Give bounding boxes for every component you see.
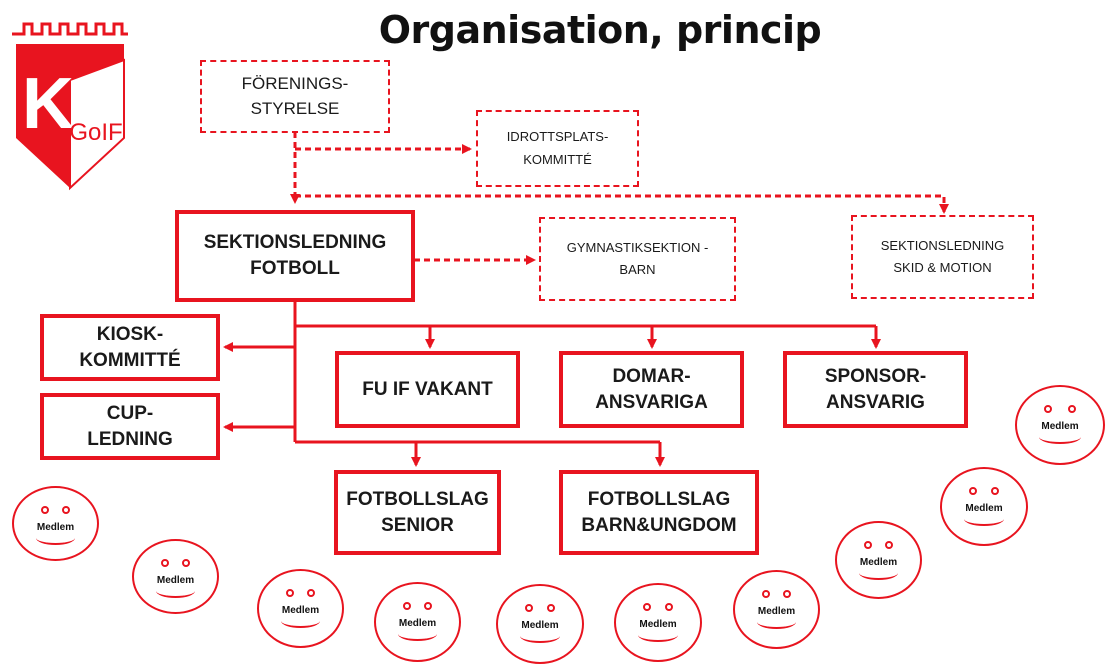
- box-fu-if: FU IF VAKANT: [335, 351, 520, 428]
- member-face: Medlem: [496, 584, 584, 664]
- member-face: Medlem: [614, 583, 702, 662]
- box-sektionsledning-fotboll: SEKTIONSLEDNING FOTBOLL: [175, 210, 415, 302]
- box-kioskkommitte: KIOSK- KOMMITTÉ: [40, 314, 220, 381]
- member-face: Medlem: [835, 521, 922, 599]
- member-face: Medlem: [374, 582, 461, 662]
- logo-letter: K: [22, 64, 74, 144]
- box-fotbollslag-barn: FOTBOLLSLAG BARN&UNGDOM: [559, 470, 759, 555]
- member-face: Medlem: [257, 569, 344, 648]
- member-face: Medlem: [733, 570, 820, 649]
- box-sektionsledning-skid: SEKTIONSLEDNING SKID & MOTION: [851, 215, 1034, 299]
- box-gymnastiksektion: GYMNASTIKSEKTION - BARN: [539, 217, 736, 301]
- member-face: Medlem: [12, 486, 99, 561]
- box-domaransvariga: DOMAR- ANSVARIGA: [559, 351, 744, 428]
- member-face: Medlem: [1015, 385, 1105, 465]
- box-foreningsstyrelse: FÖRENINGS- STYRELSE: [200, 60, 390, 133]
- box-sponsoransvarig: SPONSOR- ANSVARIG: [783, 351, 968, 428]
- member-face: Medlem: [132, 539, 219, 614]
- box-cupledning: CUP- LEDNING: [40, 393, 220, 460]
- logo-text: GoIF: [69, 119, 122, 146]
- box-idrottsplatskommitte: IDROTTSPLATS- KOMMITTÉ: [476, 110, 639, 187]
- member-face: Medlem: [940, 467, 1028, 546]
- box-fotbollslag-senior: FOTBOLLSLAG SENIOR: [334, 470, 501, 555]
- kgoif-logo: K GoIF: [12, 22, 128, 191]
- diagram-title: Organisation, princip: [378, 8, 822, 52]
